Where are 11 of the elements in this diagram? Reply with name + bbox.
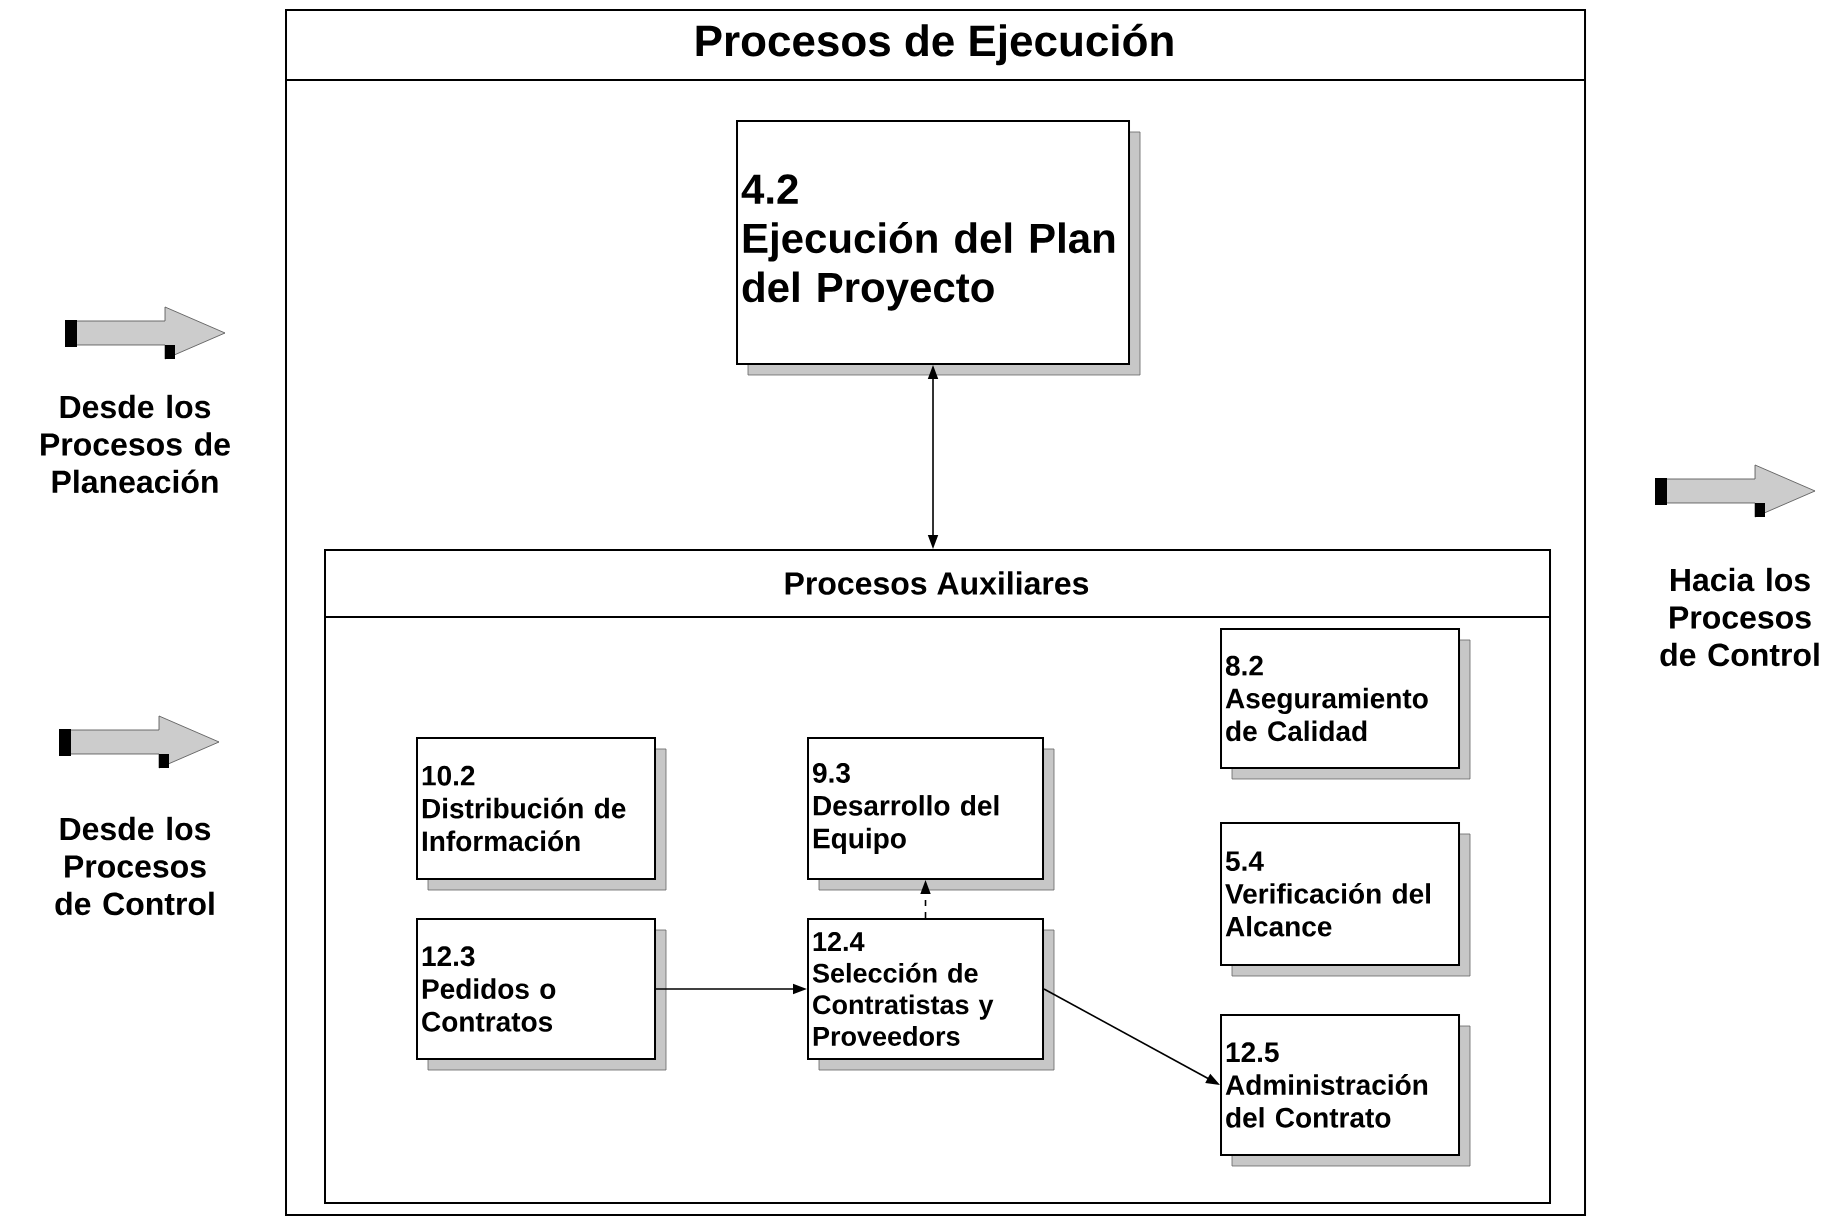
side-label: Desde los Procesos de Control — [55, 816, 214, 916]
process-box: 12.5 Administración del Contrato — [1220, 1014, 1471, 1167]
side-label: Hacia los Procesos de Control — [1660, 567, 1819, 667]
process-box: 4.2 Ejecución del Plan del Proyecto — [736, 120, 1141, 376]
process-box: 5.4 Verificación del Alcance — [1220, 822, 1471, 977]
process-box: 12.4 Selección de Contratistas y Proveedors — [807, 918, 1055, 1071]
process-box: 9.3 Desarrollo del Equipo — [807, 737, 1055, 891]
process-box: 12.3 Pedidos o Contratos — [416, 918, 667, 1071]
process-box: 8.2 Aseguramiento de Calidad — [1220, 628, 1471, 780]
process-box: 10.2 Distribución de Información — [416, 737, 667, 891]
side-label: Desde los Procesos de Planeación — [41, 394, 230, 494]
